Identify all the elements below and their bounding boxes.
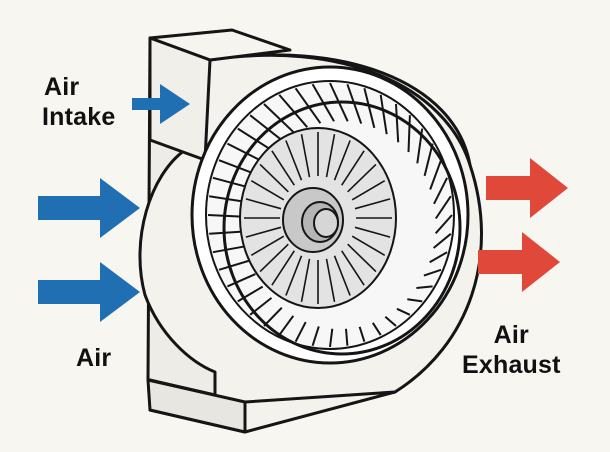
inner-blade [347, 243, 377, 273]
inner-blade [333, 255, 351, 296]
fan-blade [263, 103, 296, 135]
fan-blade [345, 328, 349, 346]
fan-blade [432, 233, 452, 249]
air-intake-label-line1: Air [44, 73, 80, 101]
fan-blade [429, 159, 442, 190]
fan-blade [371, 322, 382, 336]
inner-blade [354, 226, 391, 238]
air-exhaust-label-line1: Air [493, 321, 529, 349]
exhaust-arrows [478, 158, 568, 292]
intake-arrows [38, 84, 190, 322]
fan-blade [278, 315, 295, 336]
shaft-cap [313, 208, 339, 238]
fan-blade [329, 328, 334, 348]
fan-blade [278, 94, 308, 128]
inner-blade [250, 180, 285, 201]
fan-wheel [190, 65, 470, 365]
fan-blade [407, 115, 411, 153]
fan-blade [263, 307, 283, 327]
fan-blade [358, 326, 366, 343]
red-arrow-icon [478, 232, 560, 292]
air-label: Air [76, 344, 112, 372]
fan-blade [384, 315, 397, 327]
fan-blade [237, 285, 264, 303]
inner-blade [285, 140, 303, 181]
fan-blade [416, 285, 433, 289]
fan-blade [212, 245, 247, 254]
fan-blade [237, 127, 274, 152]
inner-blade [245, 226, 282, 238]
inner-blade [351, 235, 386, 256]
inner-blade [271, 250, 295, 286]
fan-blade [311, 326, 320, 347]
air-exhaust-label: Air Exhaust [462, 320, 561, 380]
inner-blade [325, 258, 336, 302]
air-exhaust-label-line2: Exhaust [462, 351, 561, 379]
fan-blade [433, 177, 448, 205]
inner-blade [354, 198, 391, 210]
inner-blade [259, 163, 289, 193]
fan-blade [294, 87, 322, 124]
fan-blade [423, 143, 434, 177]
inner-blade [250, 235, 285, 256]
blue-arrow-icon [38, 262, 140, 322]
red-arrow-icon [486, 158, 568, 218]
inner-blade [271, 150, 295, 186]
inner-blade [245, 198, 282, 210]
inner-blade [333, 140, 351, 181]
fan-blade [363, 88, 376, 129]
inner-blade [285, 255, 303, 296]
fan-blade [226, 273, 256, 288]
air-intake-label: Air Intake [42, 72, 116, 132]
fan-blade [434, 214, 453, 234]
fan-blade [395, 103, 400, 143]
fan-blade [209, 230, 245, 235]
fan-blade [396, 307, 411, 316]
housing-base [146, 378, 247, 434]
inner-blade [300, 134, 311, 178]
fan-blade [294, 321, 307, 343]
air-intake-label-line2: Intake [42, 103, 116, 131]
fan-blade [434, 195, 452, 220]
fan-blade [429, 251, 448, 264]
inner-blade [341, 150, 365, 186]
inner-blades [244, 132, 392, 304]
inner-blade [341, 250, 365, 286]
fan-blade [423, 268, 442, 277]
blue-arrow-icon [132, 84, 190, 124]
inner-blade [259, 243, 289, 273]
inner-blade [347, 163, 377, 193]
fan-blade [218, 259, 251, 271]
fan-blade [379, 94, 388, 135]
inner-blade [325, 134, 336, 178]
inner-blade [351, 180, 386, 201]
inner-blade [300, 258, 311, 302]
fan-blade [407, 298, 423, 303]
fan-blade [249, 114, 284, 142]
blue-arrow-icon [38, 178, 140, 238]
wheel-front-ring [222, 100, 462, 356]
fan-blade [207, 214, 245, 218]
